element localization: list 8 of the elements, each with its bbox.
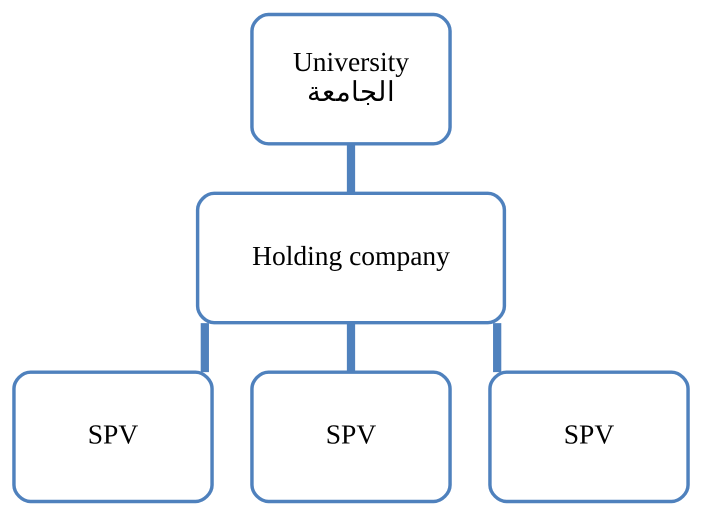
node-box: SPV [250,370,452,503]
connector [346,322,356,372]
node-box: Holding company [196,191,506,324]
connector [493,322,502,372]
node-box: SPV [488,370,690,503]
node-box: SPV [12,370,214,503]
connector [346,144,356,193]
connector [200,322,209,372]
